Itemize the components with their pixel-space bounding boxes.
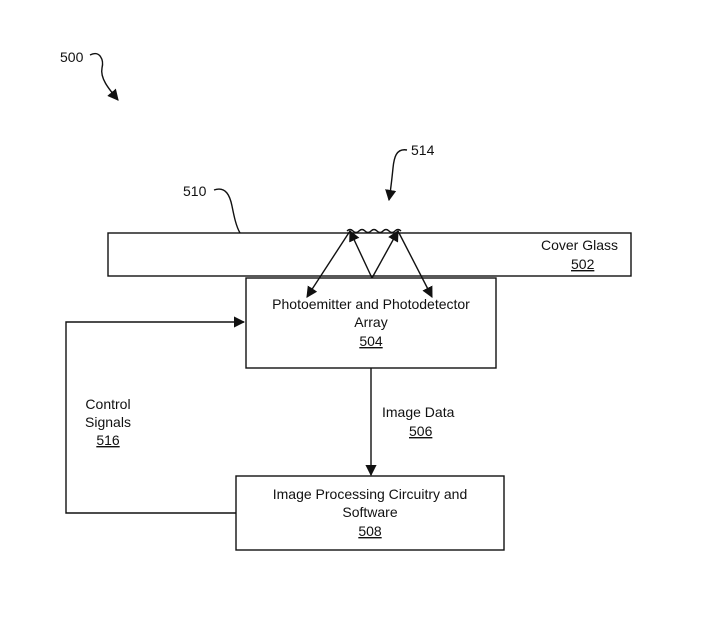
control-signals-label-line2: Signals [85, 414, 131, 430]
finger-ridge-contact [346, 228, 402, 234]
processing-label-line2: Software [342, 504, 397, 520]
cover-glass-ref: 502 [571, 256, 595, 272]
array-label-line2: Array [354, 314, 387, 330]
surface-callout-leader [213, 188, 241, 234]
cover-glass-label: Cover Glass [541, 237, 618, 253]
finger-callout-arrow [385, 149, 408, 202]
array-block [245, 277, 497, 369]
image-data-ref: 506 [409, 423, 433, 439]
figure-ref-label: 500 [60, 49, 84, 65]
light-path-3 [371, 230, 399, 279]
cover-glass-block [107, 232, 632, 277]
control-signals-ref: 516 [96, 432, 120, 448]
image-data-label: Image Data [382, 404, 455, 420]
control-signals-label-line1: Control [85, 396, 130, 412]
light-path-4 [397, 230, 433, 298]
control-signals-path [65, 316, 246, 514]
figure-ref-arrow [89, 53, 119, 101]
light-path-2 [306, 230, 351, 298]
finger-callout-label: 514 [411, 142, 435, 158]
array-ref: 504 [359, 333, 383, 349]
light-path-1 [349, 229, 373, 279]
surface-callout-label: 510 [183, 183, 207, 199]
processing-block [235, 475, 505, 551]
processing-label-line1: Image Processing Circuitry and [273, 486, 468, 502]
processing-ref: 508 [358, 523, 382, 539]
array-label-line1: Photoemitter and Photodetector [272, 296, 470, 312]
